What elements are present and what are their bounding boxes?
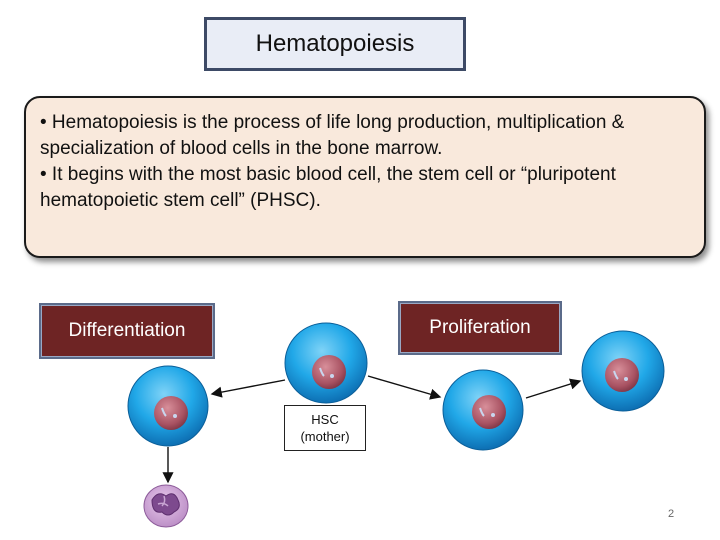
slide-title: Hematopoiesis <box>204 17 466 71</box>
proliferating-cell-center <box>442 369 524 451</box>
differentiation-label: Differentiation <box>39 303 215 359</box>
hsc-label-line1: HSC <box>311 412 339 427</box>
differentiated-daughter-cell <box>127 365 209 447</box>
page-number: 2 <box>668 508 675 520</box>
proliferating-cell-right <box>581 330 665 412</box>
bullet-2: • It begins with the most basic blood ce… <box>40 164 616 211</box>
hsc-label-line2: (mother) <box>300 429 350 444</box>
bullet-1: • Hematopoiesis is the process of life l… <box>40 112 625 159</box>
arrow-hsc-to-proliferating-cell <box>367 375 442 400</box>
white-blood-cell <box>143 484 189 528</box>
arrow-hsc-to-left-cell <box>210 379 286 398</box>
hsc-mother-cell <box>284 322 368 404</box>
proliferation-label: Proliferation <box>398 301 562 355</box>
hsc-mother-label: HSC (mother) <box>284 405 366 451</box>
arrow-proliferation-step <box>525 378 582 399</box>
definition-text-box: • Hematopoiesis is the process of life l… <box>24 96 706 258</box>
